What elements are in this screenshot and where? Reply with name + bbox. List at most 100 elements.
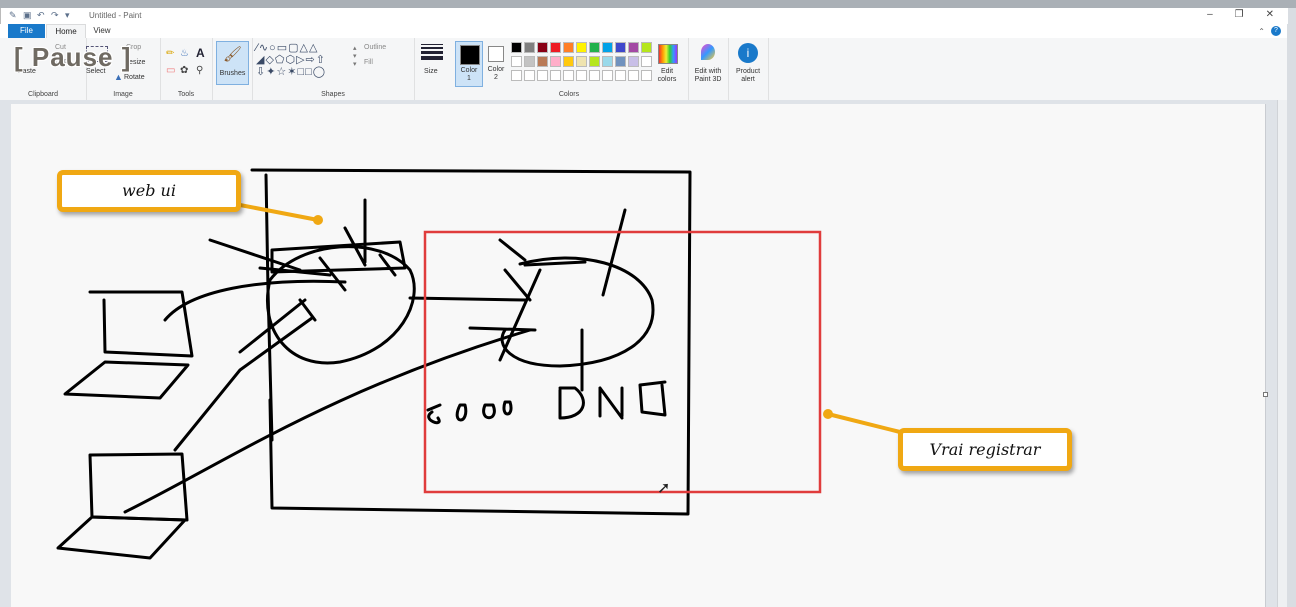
palette-swatch[interactable] xyxy=(576,56,587,67)
color1-button[interactable]: Color 1 xyxy=(455,41,483,87)
color2-label: Color xyxy=(487,66,505,73)
palette-swatch[interactable] xyxy=(511,70,522,81)
palette-swatch[interactable] xyxy=(615,42,626,53)
paint3d-icon[interactable] xyxy=(701,44,715,60)
vertical-scrollbar[interactable] xyxy=(1277,100,1287,607)
undo-icon[interactable]: ↶ xyxy=(37,10,45,20)
edit-colors-label1: Edit xyxy=(660,68,674,75)
palette-swatch[interactable] xyxy=(511,42,522,53)
color1-swatch xyxy=(460,45,480,65)
palette-swatch[interactable] xyxy=(550,56,561,67)
palette-swatch[interactable] xyxy=(602,42,613,53)
rotate-button[interactable]: Rotate xyxy=(124,74,145,81)
product-alert-label2: alert xyxy=(741,76,755,83)
shapes-gallery[interactable]: ∕∿○▭▢△△◢◇⬠⬡▷⇨⇧⇩✦☆✶□□◯ xyxy=(256,42,327,78)
colors-group: Color 1 Color 2 Edit colors Colors xyxy=(450,38,689,100)
select-button[interactable]: Select xyxy=(86,68,106,75)
edit-colors-icon[interactable] xyxy=(658,44,678,64)
color2-swatch xyxy=(488,46,504,62)
fill-bucket-icon[interactable]: ♨ xyxy=(180,48,189,59)
window-controls: – ❐ ✕ xyxy=(1207,9,1274,20)
ribbon-home: Paste Cut Copy Clipboard Select Crop Res… xyxy=(0,38,1287,101)
palette-swatch[interactable] xyxy=(576,42,587,53)
palette-swatch[interactable] xyxy=(602,56,613,67)
palette-swatch[interactable] xyxy=(589,42,600,53)
pencil-icon[interactable]: ✏ xyxy=(166,48,175,59)
text-tool-icon[interactable]: A xyxy=(196,46,205,60)
paint3d-label2: Paint 3D xyxy=(694,76,722,83)
shapes-scroll-icon[interactable]: ▴▾▾ xyxy=(353,45,357,68)
paint3d-button[interactable]: Edit with Paint 3D xyxy=(688,68,728,84)
palette-swatch[interactable] xyxy=(537,70,548,81)
outline-button[interactable]: Outline xyxy=(364,44,387,51)
size-label: Size xyxy=(424,68,438,75)
product-alert-group: i Product alert xyxy=(728,38,769,100)
product-alert-label1: Product xyxy=(735,68,761,75)
palette-swatch[interactable] xyxy=(641,42,652,53)
image-group-label: Image xyxy=(113,91,133,98)
crop-button[interactable]: Crop xyxy=(126,44,142,51)
brushes-label: Brushes xyxy=(219,70,246,77)
palette-swatch[interactable] xyxy=(628,42,639,53)
palette-swatch[interactable] xyxy=(550,42,561,53)
tab-view[interactable]: View xyxy=(93,26,111,35)
select-icon[interactable] xyxy=(86,46,108,62)
ribbon-controls: ⌃ ? xyxy=(1258,26,1281,36)
paint-app-icon: ✎ xyxy=(9,10,17,20)
color2-button[interactable]: Color 2 xyxy=(483,41,509,85)
canvas-resize-handle[interactable] xyxy=(1263,392,1268,397)
eraser-icon[interactable]: ▭ xyxy=(166,65,176,76)
collapse-ribbon-icon[interactable]: ⌃ xyxy=(1258,26,1265,36)
palette-swatch[interactable] xyxy=(589,70,600,81)
brush-icon: 🖌 xyxy=(223,46,243,63)
save-icon[interactable]: ▣ xyxy=(23,10,32,20)
palette-swatch[interactable] xyxy=(511,56,522,67)
palette-swatch[interactable] xyxy=(524,42,535,53)
brushes-group: 🖌 Brushes xyxy=(212,38,253,100)
magnifier-icon[interactable]: ⚲ xyxy=(196,65,204,76)
palette-swatch[interactable] xyxy=(550,70,561,81)
close-button[interactable]: ✕ xyxy=(1265,9,1274,20)
size-group[interactable]: Size xyxy=(414,38,450,100)
image-group: Select Crop Resize ▲ Rotate Image xyxy=(86,38,161,100)
palette-swatch[interactable] xyxy=(524,56,535,67)
palette-swatch[interactable] xyxy=(628,70,639,81)
palette-swatch[interactable] xyxy=(537,42,548,53)
palette-swatch[interactable] xyxy=(563,42,574,53)
palette-swatch[interactable] xyxy=(641,70,652,81)
help-icon[interactable]: ? xyxy=(1271,26,1281,36)
resize-button[interactable]: Resize xyxy=(124,59,146,66)
palette-swatch[interactable] xyxy=(537,56,548,67)
fill-button[interactable]: Fill xyxy=(364,59,373,66)
palette-swatch[interactable] xyxy=(628,56,639,67)
palette-swatch[interactable] xyxy=(576,70,587,81)
palette-swatch[interactable] xyxy=(563,70,574,81)
palette-swatch[interactable] xyxy=(524,70,535,81)
restore-button[interactable]: ❐ xyxy=(1234,9,1244,20)
color1-label: Color xyxy=(460,67,478,74)
product-alert-button[interactable]: Product alert xyxy=(728,68,768,84)
palette-swatch[interactable] xyxy=(615,56,626,67)
cut-button[interactable]: Cut xyxy=(55,44,66,51)
redo-icon[interactable]: ↷ xyxy=(51,10,59,20)
tab-file[interactable]: File xyxy=(8,24,45,38)
edit-colors-button[interactable]: Edit colors xyxy=(650,68,684,84)
shapes-group-label: Shapes xyxy=(321,91,345,98)
title-bar: ✎ ▣ ↶ ↷ ▾ Untitled - Paint – ❐ ✕ xyxy=(0,8,1288,24)
paste-button[interactable]: Paste xyxy=(18,68,36,75)
palette-swatch[interactable] xyxy=(641,56,652,67)
tab-home[interactable]: Home xyxy=(46,24,86,38)
palette-swatch[interactable] xyxy=(589,56,600,67)
size-icon xyxy=(421,42,443,62)
palette-swatch[interactable] xyxy=(602,70,613,81)
palette-swatch[interactable] xyxy=(615,70,626,81)
window-top-edge xyxy=(0,0,1296,8)
copy-button[interactable]: Copy xyxy=(55,58,72,65)
clipboard-group: Paste Cut Copy Clipboard xyxy=(0,38,87,100)
info-icon[interactable]: i xyxy=(738,43,758,63)
brushes-button[interactable]: 🖌 Brushes xyxy=(216,41,249,85)
color-picker-icon[interactable]: ✿ xyxy=(180,65,189,76)
minimize-button[interactable]: – xyxy=(1207,9,1213,20)
customize-toolbar-icon[interactable]: ▾ xyxy=(65,10,70,20)
palette-swatch[interactable] xyxy=(563,56,574,67)
